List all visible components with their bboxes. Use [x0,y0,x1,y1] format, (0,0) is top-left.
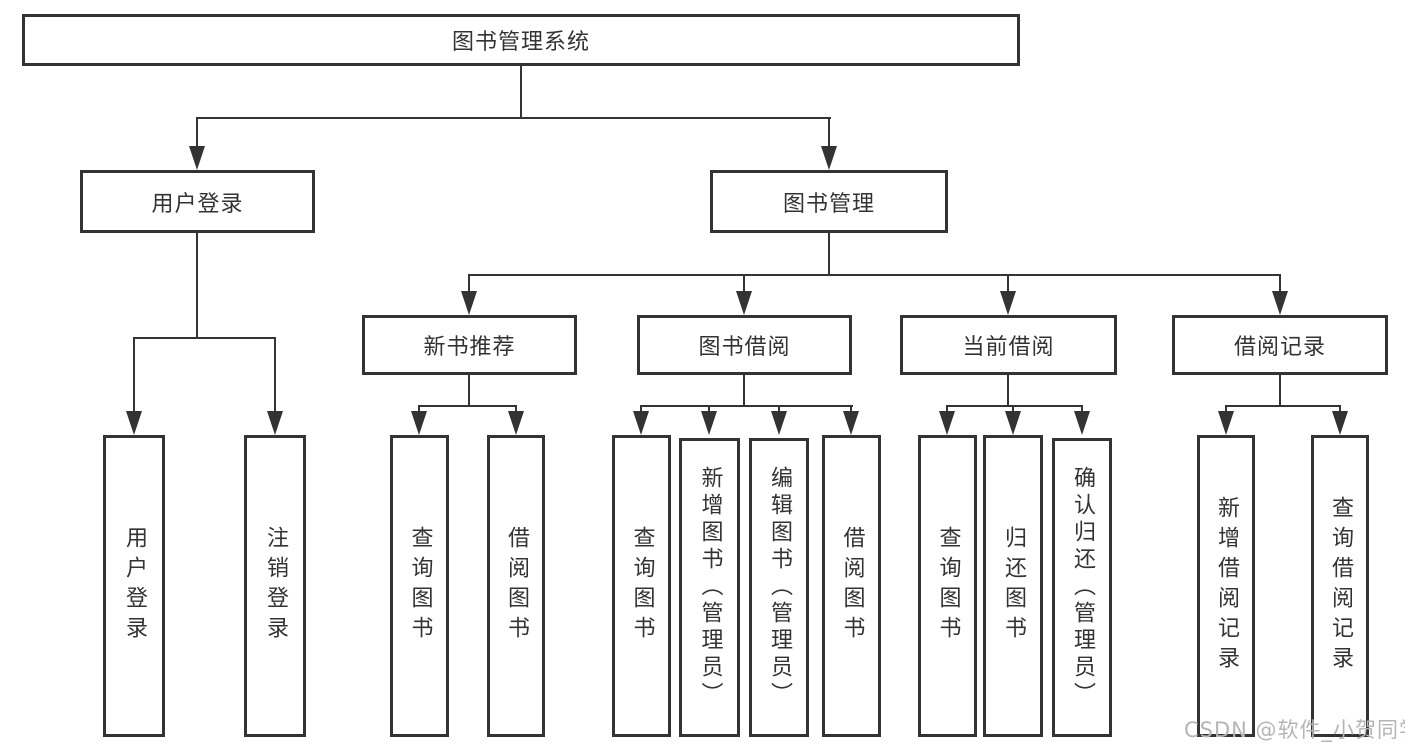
leaf-add-book: 新增图书（管理员） [679,438,740,737]
arrowhead-icon [189,146,205,170]
leaf-confirm-return-label: 确认归还（管理员） [1070,466,1095,709]
leaf-confirm-return: 确认归还（管理员） [1052,438,1112,737]
edge-root-stem [520,64,522,119]
leaf-borrow-book-2-label: 借阅图书 [839,526,865,646]
leaf-return-book: 归还图书 [983,435,1043,737]
node-root: 图书管理系统 [22,14,1020,66]
leaf-query-book-2-label: 查询图书 [629,526,655,646]
node-new-books-label: 新书推荐 [423,335,516,360]
edge-root-bus [197,117,831,119]
edge-to-borrowing [743,274,745,295]
edge-to-current [1007,274,1009,295]
node-current: 当前借阅 [900,315,1117,375]
leaf-add-book-label: 新增图书（管理员） [697,466,723,709]
node-user-login: 用户登录 [80,170,315,233]
node-user-login-label: 用户登录 [151,191,244,217]
leaf-query-book-3: 查询图书 [918,435,977,737]
node-records: 借阅记录 [1172,315,1388,375]
edge-new-books-stem [468,375,470,407]
arrowhead-icon [771,411,787,435]
arrowhead-icon [939,411,955,435]
csdn-watermark: CSDN @软件_小贺同学 [1184,718,1405,742]
arrowhead-icon [633,411,649,435]
leaf-query-book-1-label: 查询图书 [407,526,433,646]
edge-new-books-bus [418,405,517,407]
arrowhead-icon [1332,411,1348,435]
leaf-add-record: 新增借阅记录 [1197,435,1255,737]
leaf-logout: 注销登录 [244,435,306,737]
leaf-query-book-2: 查询图书 [612,435,671,737]
arrowhead-icon [461,291,477,315]
arrowhead-icon [1272,291,1288,315]
leaf-edit-book: 编辑图书（管理员） [749,438,809,737]
arrowhead-icon [1218,411,1234,435]
arrowhead-icon [1074,411,1090,435]
node-root-label: 图书管理系统 [451,30,590,55]
edge-to-leaf-logout [274,337,276,417]
leaf-borrow-book-1: 借阅图书 [487,435,545,737]
edge-book-mgmt-bus [468,274,1281,276]
arrowhead-icon [701,411,717,435]
edge-to-book-mgmt [828,117,830,151]
edge-to-new-books [468,274,470,295]
arrowhead-icon [411,411,427,435]
edge-borrowing-stem [743,375,745,407]
leaf-borrow-book-2: 借阅图书 [822,435,881,737]
edge-book-mgmt-stem [828,233,830,276]
node-borrowing: 图书借阅 [637,315,852,375]
node-book-mgmt: 图书管理 [710,170,948,233]
arrowhead-icon [508,411,524,435]
node-records-label: 借阅记录 [1233,335,1326,360]
edge-borrowing-bus [640,405,853,407]
edge-user-login-bus [133,337,276,339]
arrowhead-icon [267,411,283,435]
arrowhead-icon [126,411,142,435]
edge-records-bus [1225,405,1341,407]
arrowhead-icon [843,411,859,435]
leaf-user-login: 用户登录 [103,435,165,737]
edge-current-stem [1007,375,1009,407]
arrowhead-icon [821,146,837,170]
leaf-logout-label: 注销登录 [263,526,288,646]
edge-to-leaf-login [133,337,135,417]
leaf-query-record-label: 查询借阅记录 [1328,496,1353,676]
leaf-user-login-label: 用户登录 [122,526,147,646]
node-book-mgmt-label: 图书管理 [782,191,875,217]
edge-current-bus [946,405,1083,407]
leaf-query-record: 查询借阅记录 [1311,435,1369,737]
node-borrowing-label: 图书借阅 [698,335,791,360]
arrowhead-icon [1000,291,1016,315]
node-new-books: 新书推荐 [362,315,577,375]
arrowhead-icon [736,291,752,315]
leaf-query-book-3-label: 查询图书 [935,526,961,646]
leaf-return-book-label: 归还图书 [1001,526,1026,646]
edge-user-login-stem [196,233,198,339]
node-current-label: 当前借阅 [962,335,1055,360]
leaf-edit-book-label: 编辑图书（管理员） [767,466,792,709]
arrowhead-icon [1005,411,1021,435]
edge-to-user-login [196,117,198,151]
edge-records-stem [1279,375,1281,407]
leaf-add-record-label: 新增借阅记录 [1214,496,1239,676]
leaf-borrow-book-1-label: 借阅图书 [504,526,529,646]
leaf-query-book-1: 查询图书 [390,435,449,737]
edge-to-records [1279,274,1281,295]
